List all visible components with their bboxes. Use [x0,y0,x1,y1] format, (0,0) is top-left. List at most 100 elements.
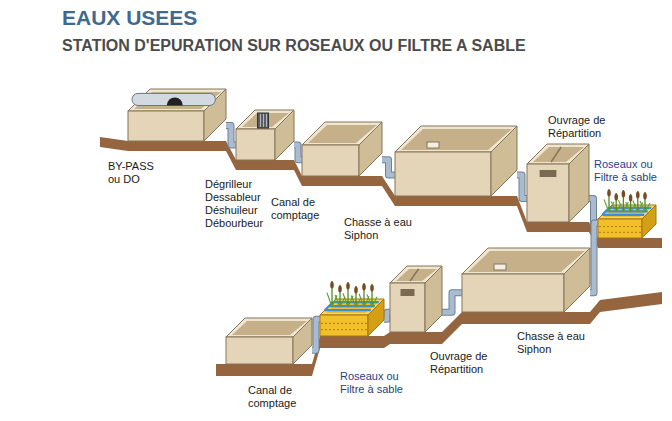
tank-front [128,111,204,141]
tank-label: Chasse à eau Siphon [344,216,420,242]
tank-drawing [395,126,517,196]
tank: Dégrilleur Dessableur Déshuileur Débourb… [236,110,294,160]
reed-plant [327,281,337,307]
reed-leaf [626,202,631,212]
pipe [589,199,598,223]
pipe-outline [442,293,462,312]
tank: Canal de comptage [226,318,312,364]
tank-front [527,164,569,222]
tank-side [359,122,382,176]
pipe [517,175,527,199]
tank-side [368,299,384,336]
reed-leaf [335,295,340,307]
tank-front [395,152,491,196]
pipe-group [517,175,527,199]
tank-label: Ouvrage de Répartition [430,350,500,376]
tank-body [598,189,656,238]
pipe-group [312,319,320,350]
tank-side [425,266,442,332]
screen-bar [263,114,264,127]
overflow-gate [167,98,183,106]
distribution-pipe [329,305,375,307]
tank-side [275,110,294,160]
reed-leaf [633,200,638,212]
tank-front [236,129,275,160]
tank-drawing [302,122,382,176]
reed-leaf [640,201,645,212]
tank: Roseaux ou Filtre à sable [598,188,656,238]
reed-leaf [359,294,364,307]
tank-side [491,126,517,196]
pipe-group [294,145,302,160]
pipe-outline [384,312,390,319]
pipe [384,312,390,319]
reed-leaf [327,293,332,307]
filter-basin [320,299,384,336]
gravel-layer [599,226,641,227]
reed-leaf [611,202,616,212]
tank-label: Roseaux ou Filtre à sable [594,158,666,184]
reed-plant [604,189,614,212]
reed-head [346,282,350,289]
tank-body [236,110,294,160]
pipe [382,160,395,175]
tank-body [128,89,226,141]
reed-plant [367,284,377,307]
siphon-bell [427,142,439,148]
tank-side [569,144,589,222]
tank: Roseaux ou Filtre à sable [320,280,384,336]
inlet-pipe [132,93,215,105]
reed-head [362,283,366,290]
pipe-group [382,160,395,175]
tank-drawing [320,280,384,336]
tank-body [226,318,312,364]
tank-label: Roseaux ou Filtre à sable [340,370,412,396]
tank-drawing [598,188,656,238]
tank-label: Ouvrage de Répartition [548,114,618,140]
tank-drawing [226,318,312,364]
tank-front [462,274,564,312]
pipe-group [384,312,390,319]
tank-label: Canal de comptage [248,384,310,410]
reed-leaf [367,294,372,307]
screen-device [258,113,269,128]
tank-drawing [128,89,226,141]
reed-leaf [638,203,643,212]
tank-body [320,281,384,336]
distribution-pipe [602,214,644,216]
reed-leaf [372,297,377,307]
reed-plant [640,192,650,212]
overflow-slot [540,170,557,177]
pipe [294,145,302,160]
filter-basin [598,205,656,238]
gravel-layer [321,323,367,324]
pipe [226,125,236,145]
tank: Chasse à eau Siphon [462,248,590,312]
tank-label: Canal de comptage [271,196,333,222]
subtitle: STATION D'EPURATION SUR ROSEAUX OU FILTR… [62,36,526,55]
tank-body [462,248,590,312]
tank-front [226,337,293,364]
tank-front [302,145,359,176]
tank-body [527,144,589,222]
pipe-group [442,293,462,312]
reed-head [629,194,633,201]
pipe [312,319,320,350]
reed-leaf [356,298,361,307]
reed-plant [343,282,353,307]
tank-opening [468,251,585,272]
pipe-outline [517,175,527,199]
tank-label: Dégrilleur Dessableur Déshuileur Débourb… [205,178,263,230]
siphon-bell [494,264,506,270]
inner-wall [551,147,561,162]
pipe-group [590,223,598,293]
reed-plant [633,191,643,212]
tank-body [390,266,442,332]
pipe-outline [294,145,302,160]
tank: Ouvrage de Répartition [390,266,442,332]
pipe [442,293,462,312]
pipe-group [589,199,598,223]
reed-head [622,190,626,197]
reed-leaf [604,199,609,212]
